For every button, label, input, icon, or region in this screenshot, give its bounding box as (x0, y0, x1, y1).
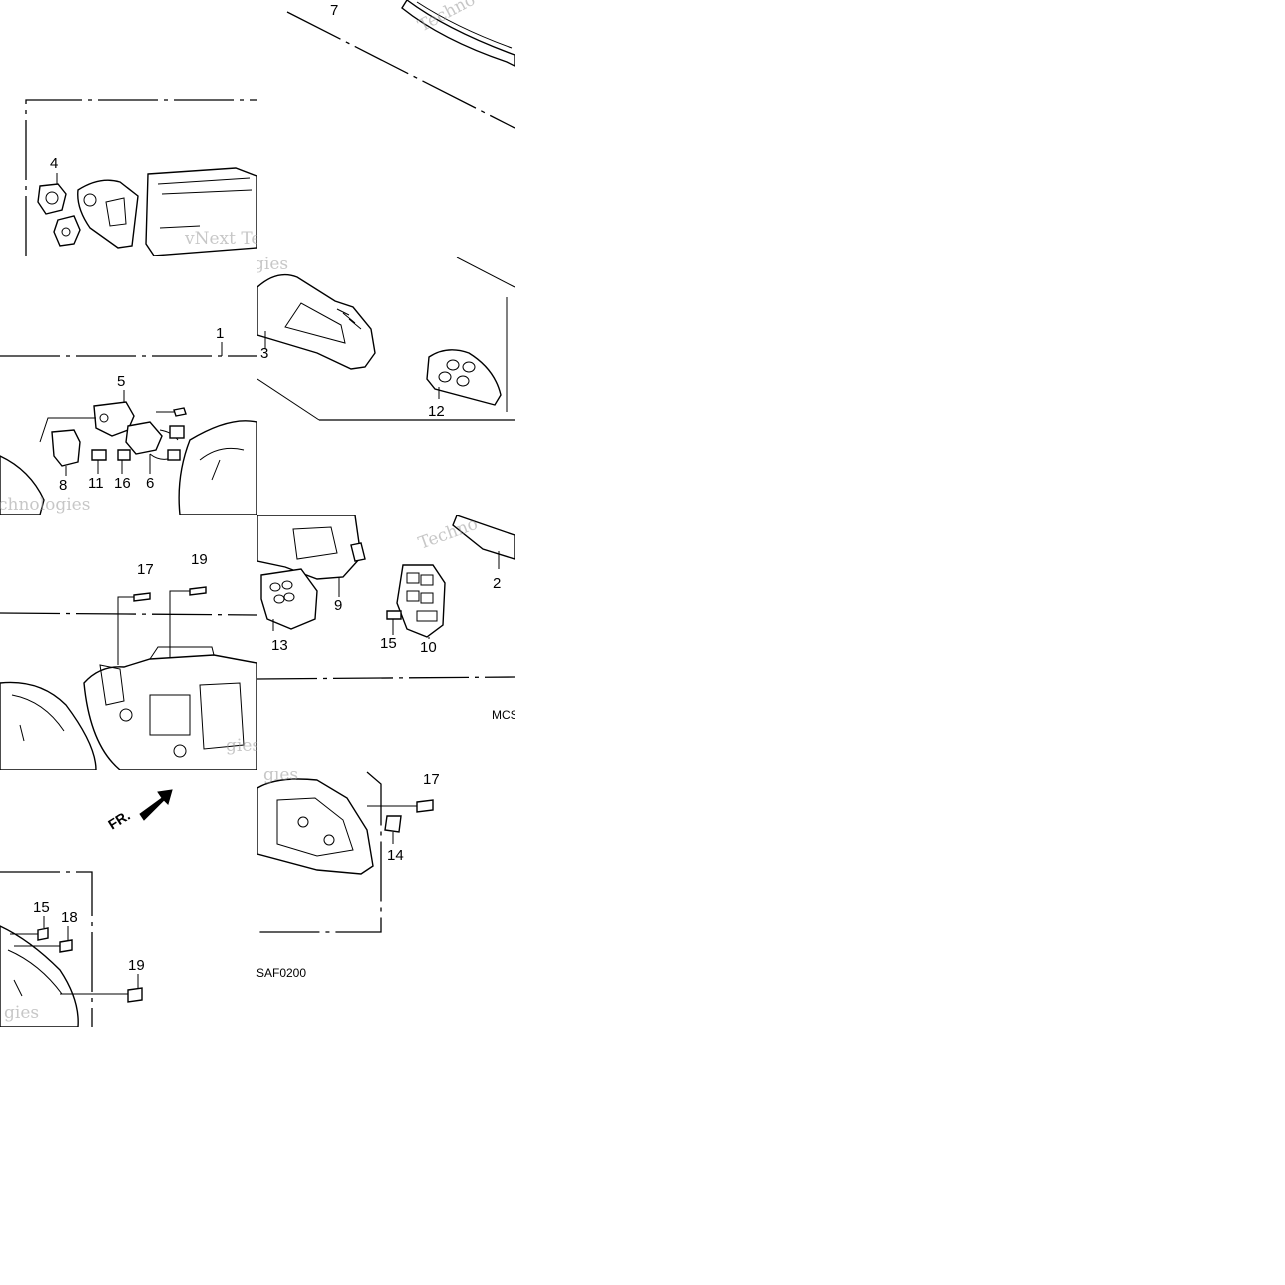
watermark: vNext Tec (184, 229, 257, 249)
front-direction-marker: FR. (105, 789, 173, 833)
tile-panel: Techno (257, 515, 515, 680)
callout-6: 6 (146, 475, 154, 492)
drawing-code: SAF0200 (256, 966, 306, 980)
front-direction-label: FR. (105, 807, 133, 833)
tile-lower-screws: gies (0, 870, 150, 1027)
mcs-code: MCS (492, 708, 515, 722)
watermark: gies (263, 770, 298, 785)
callout-17: 17 (423, 771, 440, 788)
callout-18: 18 (61, 909, 78, 926)
tile-top: Techno (257, 0, 515, 130)
tile-knob: vNext Tec (0, 98, 257, 256)
callout-10: 10 (420, 639, 437, 656)
callout-19: 19 (191, 551, 208, 568)
watermark: gies (4, 1003, 39, 1023)
watermark: gies (257, 257, 288, 274)
tile-switch: chnologies (0, 370, 257, 515)
callout-11: 11 (88, 475, 104, 492)
callout-9: 9 (334, 597, 342, 614)
callout-4: 4 (50, 155, 58, 172)
tile-case: gies (0, 555, 257, 770)
callout-14: 14 (387, 847, 404, 864)
watermark: chnologies (0, 495, 90, 515)
callout-1: 1 (216, 325, 224, 342)
callout-7: 7 (330, 2, 338, 19)
tile-housing: gies (257, 257, 515, 515)
callout-8: 8 (59, 477, 67, 494)
callout-15: 15 (33, 899, 50, 916)
callout-15: 15 (380, 635, 397, 652)
watermark: gies (226, 736, 257, 756)
tile-rear-case: gies (257, 770, 515, 940)
watermark: Techno (416, 515, 481, 554)
callout-19: 19 (128, 957, 145, 974)
callout-3: 3 (260, 345, 268, 362)
callout-16: 16 (114, 475, 131, 492)
callout-17: 17 (137, 561, 154, 578)
callout-13: 13 (271, 637, 288, 654)
callout-12: 12 (428, 403, 445, 420)
callout-2: 2 (493, 575, 501, 592)
callout-5: 5 (117, 373, 125, 390)
